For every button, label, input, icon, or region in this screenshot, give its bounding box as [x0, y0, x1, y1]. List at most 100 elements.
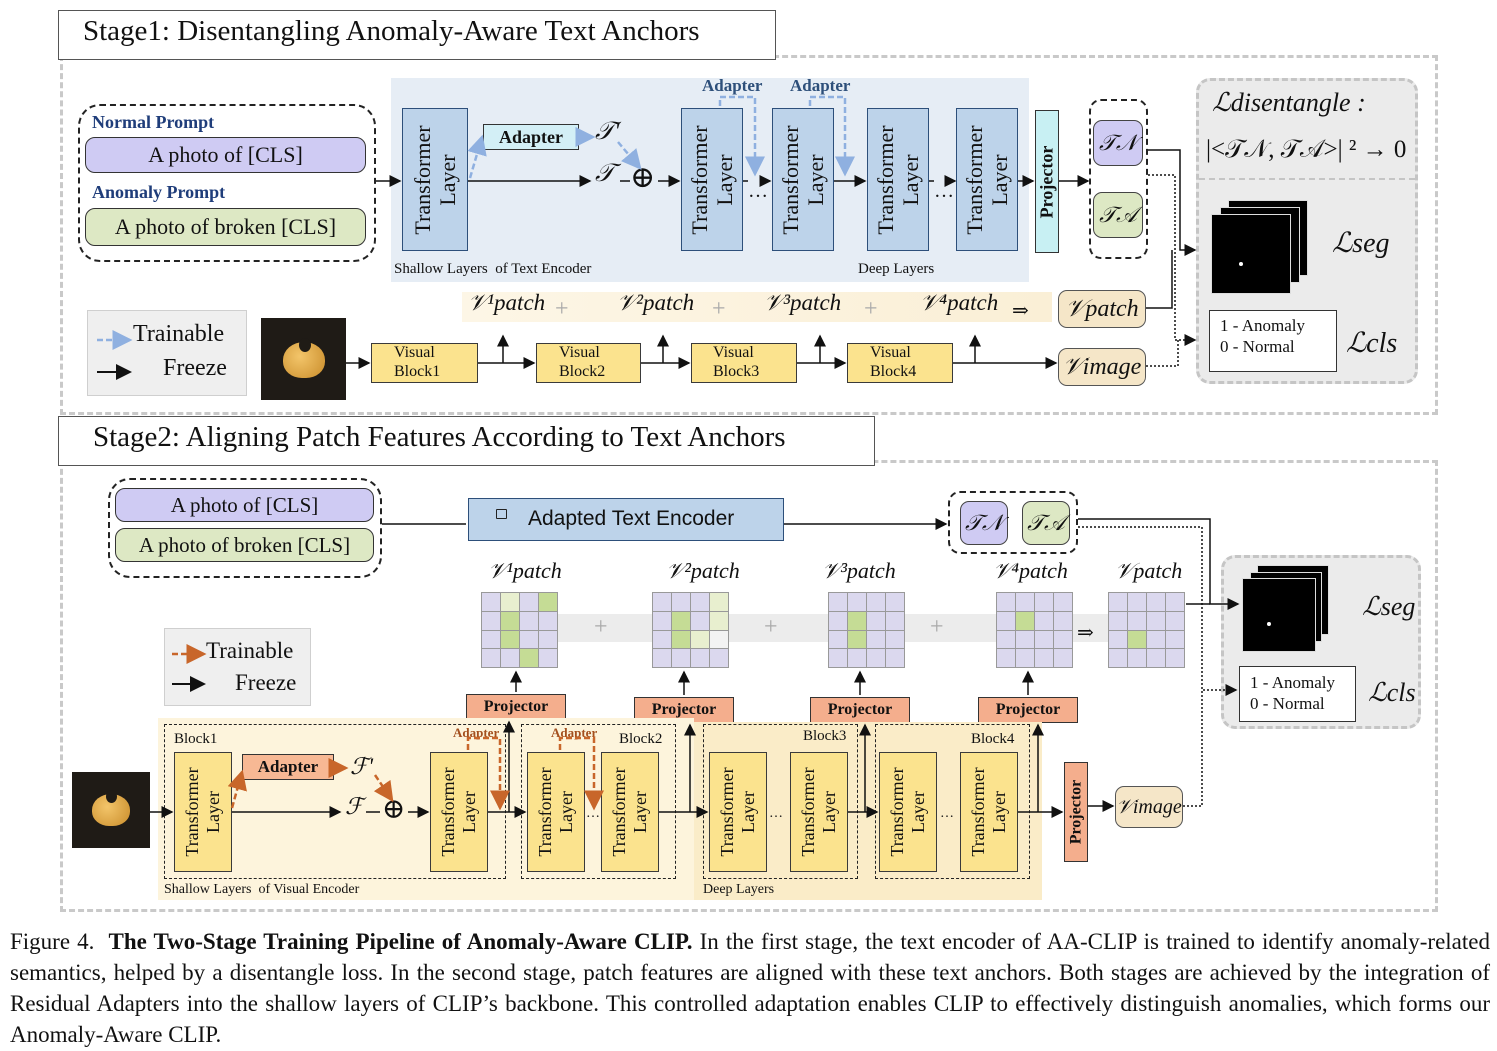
stage2-anomaly-anchor: 𝒯𝒜	[1022, 501, 1070, 545]
block4-frame	[875, 724, 1030, 879]
anchor-group	[1089, 99, 1148, 259]
stage2-cls-loss: ℒcls	[1368, 678, 1416, 707]
lock-icon	[496, 509, 507, 519]
stage2-v-image: 𝒱image	[1115, 786, 1183, 828]
text-transformer-layer-1: Transformer Layer	[402, 108, 468, 251]
cls-loss-label: ℒcls	[1346, 328, 1398, 359]
stage2-anchor-group	[948, 491, 1078, 554]
grid-plus-3: +	[930, 614, 944, 640]
adapter-label-top-2: Adapter	[790, 76, 851, 95]
grid-plus-2: +	[764, 614, 778, 640]
normal-prompt-text: A photo of [CLS]	[85, 137, 366, 173]
cls-output-box: 1 - Anomaly 0 - Normal	[1209, 310, 1337, 372]
f-symbol: ℱ	[345, 794, 364, 819]
stage2-patch-label-2: 𝒱²patch	[666, 558, 740, 583]
stage2-cls-normal: 0 - Normal	[1250, 694, 1325, 713]
stage2-normal-prompt: A photo of [CLS]	[115, 488, 374, 522]
stage2-seg-loss: ℒseg	[1362, 592, 1416, 621]
visual-block-1-label: Visual Block1	[394, 344, 441, 380]
stage2-title: Stage2: Aligning Patch Features Accordin…	[58, 416, 875, 466]
normal-anchor: 𝒯𝒩	[1093, 120, 1143, 166]
visual-block-1	[371, 343, 478, 383]
visual-transformer-7: Transformer Layer	[879, 752, 937, 872]
disentangle-loss-divider	[1199, 178, 1415, 180]
legend-freeze-text: Freeze	[163, 355, 227, 381]
text-transformer-layer-4: Transformer Layer	[867, 108, 929, 251]
stage2-cls-box: 1 - Anomaly 0 - Normal	[1239, 666, 1356, 722]
patch-sum-band	[462, 292, 1052, 322]
v-patch-feature: 𝒱patch	[1058, 290, 1146, 328]
block3-label: Block3	[803, 728, 847, 744]
mask-anomaly-dot	[1239, 262, 1243, 266]
grid-plus-1: +	[594, 614, 608, 640]
caption-bold-title: The Two-Stage Training Pipeline of Anoma…	[108, 929, 693, 954]
prompt-group	[78, 104, 376, 262]
input-image-cashew	[261, 318, 346, 400]
anomaly-prompt-text: A photo of broken [CLS]	[85, 208, 366, 246]
text-transformer-layer-3: Transformer Layer	[772, 108, 834, 251]
adapter-label-top-1: Adapter	[702, 76, 763, 95]
patch-grid-3	[828, 592, 905, 668]
adapted-text-encoder	[468, 498, 784, 541]
stage1-legend	[87, 310, 247, 396]
visual-block-3	[691, 343, 797, 383]
cls-anomaly-text: 1 - Anomaly	[1220, 316, 1305, 335]
stage2-legend-trainable: Trainable	[206, 638, 294, 663]
patch-grid-final	[1108, 592, 1185, 668]
patch-grid-4	[996, 592, 1073, 668]
figure-caption: Figure 4. The Two-Stage Training Pipelin…	[10, 926, 1490, 1050]
stage1-title: Stage1: Disentangling Anomaly-Aware Text…	[58, 10, 776, 60]
patch-term-4: 𝒱⁴patch	[920, 290, 999, 315]
visual-transformer-4: Transformer Layer	[601, 752, 659, 872]
projector-3: Projector	[810, 697, 910, 723]
stage2-mask-dot	[1267, 622, 1271, 626]
v-image-feature: 𝒱image	[1058, 348, 1146, 386]
add-circle-icon-2: ⊕	[382, 794, 406, 825]
stage2-patch-label-3: 𝒱³patch	[822, 558, 896, 583]
anomaly-prompt-label: Anomaly Prompt	[92, 182, 226, 202]
anomaly-anchor: 𝒯𝒜	[1093, 192, 1143, 238]
projector-4: Projector	[978, 697, 1078, 723]
plus-1: +	[555, 296, 569, 322]
stage2-cls-anomaly: 1 - Anomaly	[1250, 673, 1335, 692]
visual-transformer-2: Transformer Layer	[430, 752, 488, 872]
segmentation-mask	[1211, 214, 1291, 294]
visual-transformer-3: Transformer Layer	[527, 752, 585, 872]
cashew-notch	[299, 338, 311, 352]
legend-trainable-text: Trainable	[133, 321, 225, 347]
stage2-legend-freeze: Freeze	[235, 670, 297, 695]
stage2-anomaly-prompt: A photo of broken [CLS]	[115, 528, 374, 562]
stage2-legend	[164, 628, 311, 706]
disentangle-loss-expression: |<𝒯𝒩, 𝒯𝒜>| ² → 0	[1206, 136, 1407, 163]
t-symbol: 𝒯	[595, 160, 615, 187]
shallow-layers-caption: Shallow Layers of Text Encoder	[394, 261, 592, 277]
stage2-input-image	[72, 772, 150, 848]
patch-term-3: 𝒱³patch	[764, 290, 842, 315]
visual-block-3-label: Visual Block3	[713, 344, 760, 380]
implies-arrow: ⇒	[1012, 300, 1029, 322]
text-adapter: Adapter	[483, 124, 579, 150]
cls-normal-text: 0 - Normal	[1220, 337, 1295, 356]
visual-transformer-1: Transformer Layer	[174, 752, 232, 872]
deep-layers-caption: Deep Layers	[858, 261, 935, 277]
visual-block-4	[847, 343, 953, 383]
ellipsis-v3: …	[940, 806, 954, 821]
patch-grid-1	[481, 592, 558, 668]
f-prime-symbol: ℱ'	[350, 754, 373, 779]
stage2-patch-label-4: 𝒱⁴patch	[993, 558, 1068, 583]
normal-prompt-label: Normal Prompt	[92, 112, 215, 132]
visual-block-2-label: Visual Block2	[559, 344, 606, 380]
text-transformer-layer-5: Transformer Layer	[956, 108, 1018, 251]
text-transformer-layer-2: Transformer Layer	[681, 108, 743, 251]
stage2-mask	[1242, 578, 1316, 652]
stage2-prompt-group	[108, 478, 382, 578]
visual-block-2	[536, 343, 641, 383]
visual-transformer-6: Transformer Layer	[790, 752, 848, 872]
deep-visual-caption: Deep Layers	[703, 882, 775, 897]
projector-1: Projector	[466, 694, 566, 720]
block2-label: Block2	[619, 731, 663, 747]
patch-grid-2	[652, 592, 729, 668]
caption-body: In the first stage, the text encoder of …	[10, 929, 1490, 1047]
grid-implies: ⇒	[1077, 622, 1094, 644]
